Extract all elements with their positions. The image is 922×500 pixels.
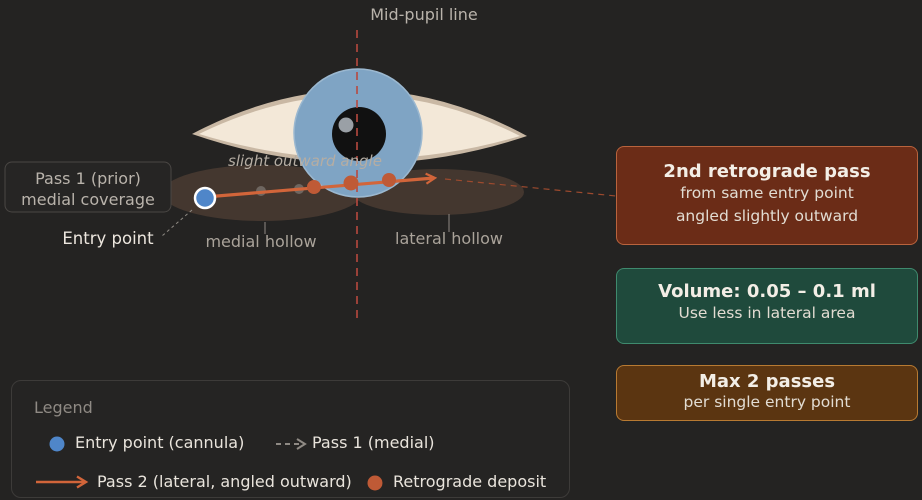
- volume-box: Volume: 0.05 – 0.1 ml Use less in latera…: [616, 268, 918, 344]
- max-passes-line1: per single entry point: [683, 393, 851, 411]
- retrograde-deposit: [343, 175, 359, 191]
- dot-icon: [367, 475, 383, 491]
- pass1-label-line1: Pass 1 (prior): [35, 169, 141, 188]
- retrograde-deposit: [307, 180, 321, 194]
- solid-arrow-icon: [36, 475, 89, 489]
- pass1-label-line2: medial coverage: [21, 190, 155, 209]
- angle-label: slight outward angle: [228, 152, 382, 170]
- retrograde-pass-title: 2nd retrograde pass: [663, 161, 871, 182]
- retrograde-pass-line1: from same entry point: [680, 184, 854, 202]
- retrograde-pass-box: 2nd retrograde pass from same entry poin…: [616, 146, 918, 245]
- legend-title: Legend: [34, 398, 93, 417]
- circle-dot-icon: [49, 436, 65, 452]
- legend-pass1-label: Pass 1 (medial): [312, 433, 435, 452]
- pupil-highlight: [338, 117, 354, 133]
- dashed-arrow-icon: [276, 438, 307, 450]
- pass1-label-box: [4, 161, 172, 213]
- legend-entry-label: Entry point (cannula): [75, 433, 245, 452]
- legend: Legend Entry point (cannula) Pass 1 (med…: [11, 380, 570, 498]
- medial-hollow-label: medial hollow: [205, 232, 316, 251]
- retrograde-pass-line2: angled slightly outward: [675, 207, 859, 225]
- legend-deposit-label: Retrograde deposit: [393, 472, 547, 491]
- lateral-hollow-label: lateral hollow: [395, 229, 503, 248]
- volume-line1: Use less in lateral area: [678, 304, 856, 322]
- connector-line: [444, 178, 617, 197]
- mid-pupil-label: Mid-pupil line: [370, 5, 477, 24]
- entry-point-label: Entry point: [62, 229, 154, 248]
- max-passes-title: Max 2 passes: [698, 371, 836, 392]
- entry-point-marker: [193, 186, 217, 210]
- retrograde-deposit: [382, 173, 396, 187]
- volume-title: Volume: 0.05 – 0.1 ml: [658, 281, 876, 302]
- legend-pass2-label: Pass 2 (lateral, angled outward): [97, 472, 352, 491]
- max-passes-box: Max 2 passes per single entry point: [616, 365, 918, 421]
- entry-point-leader: [161, 209, 193, 237]
